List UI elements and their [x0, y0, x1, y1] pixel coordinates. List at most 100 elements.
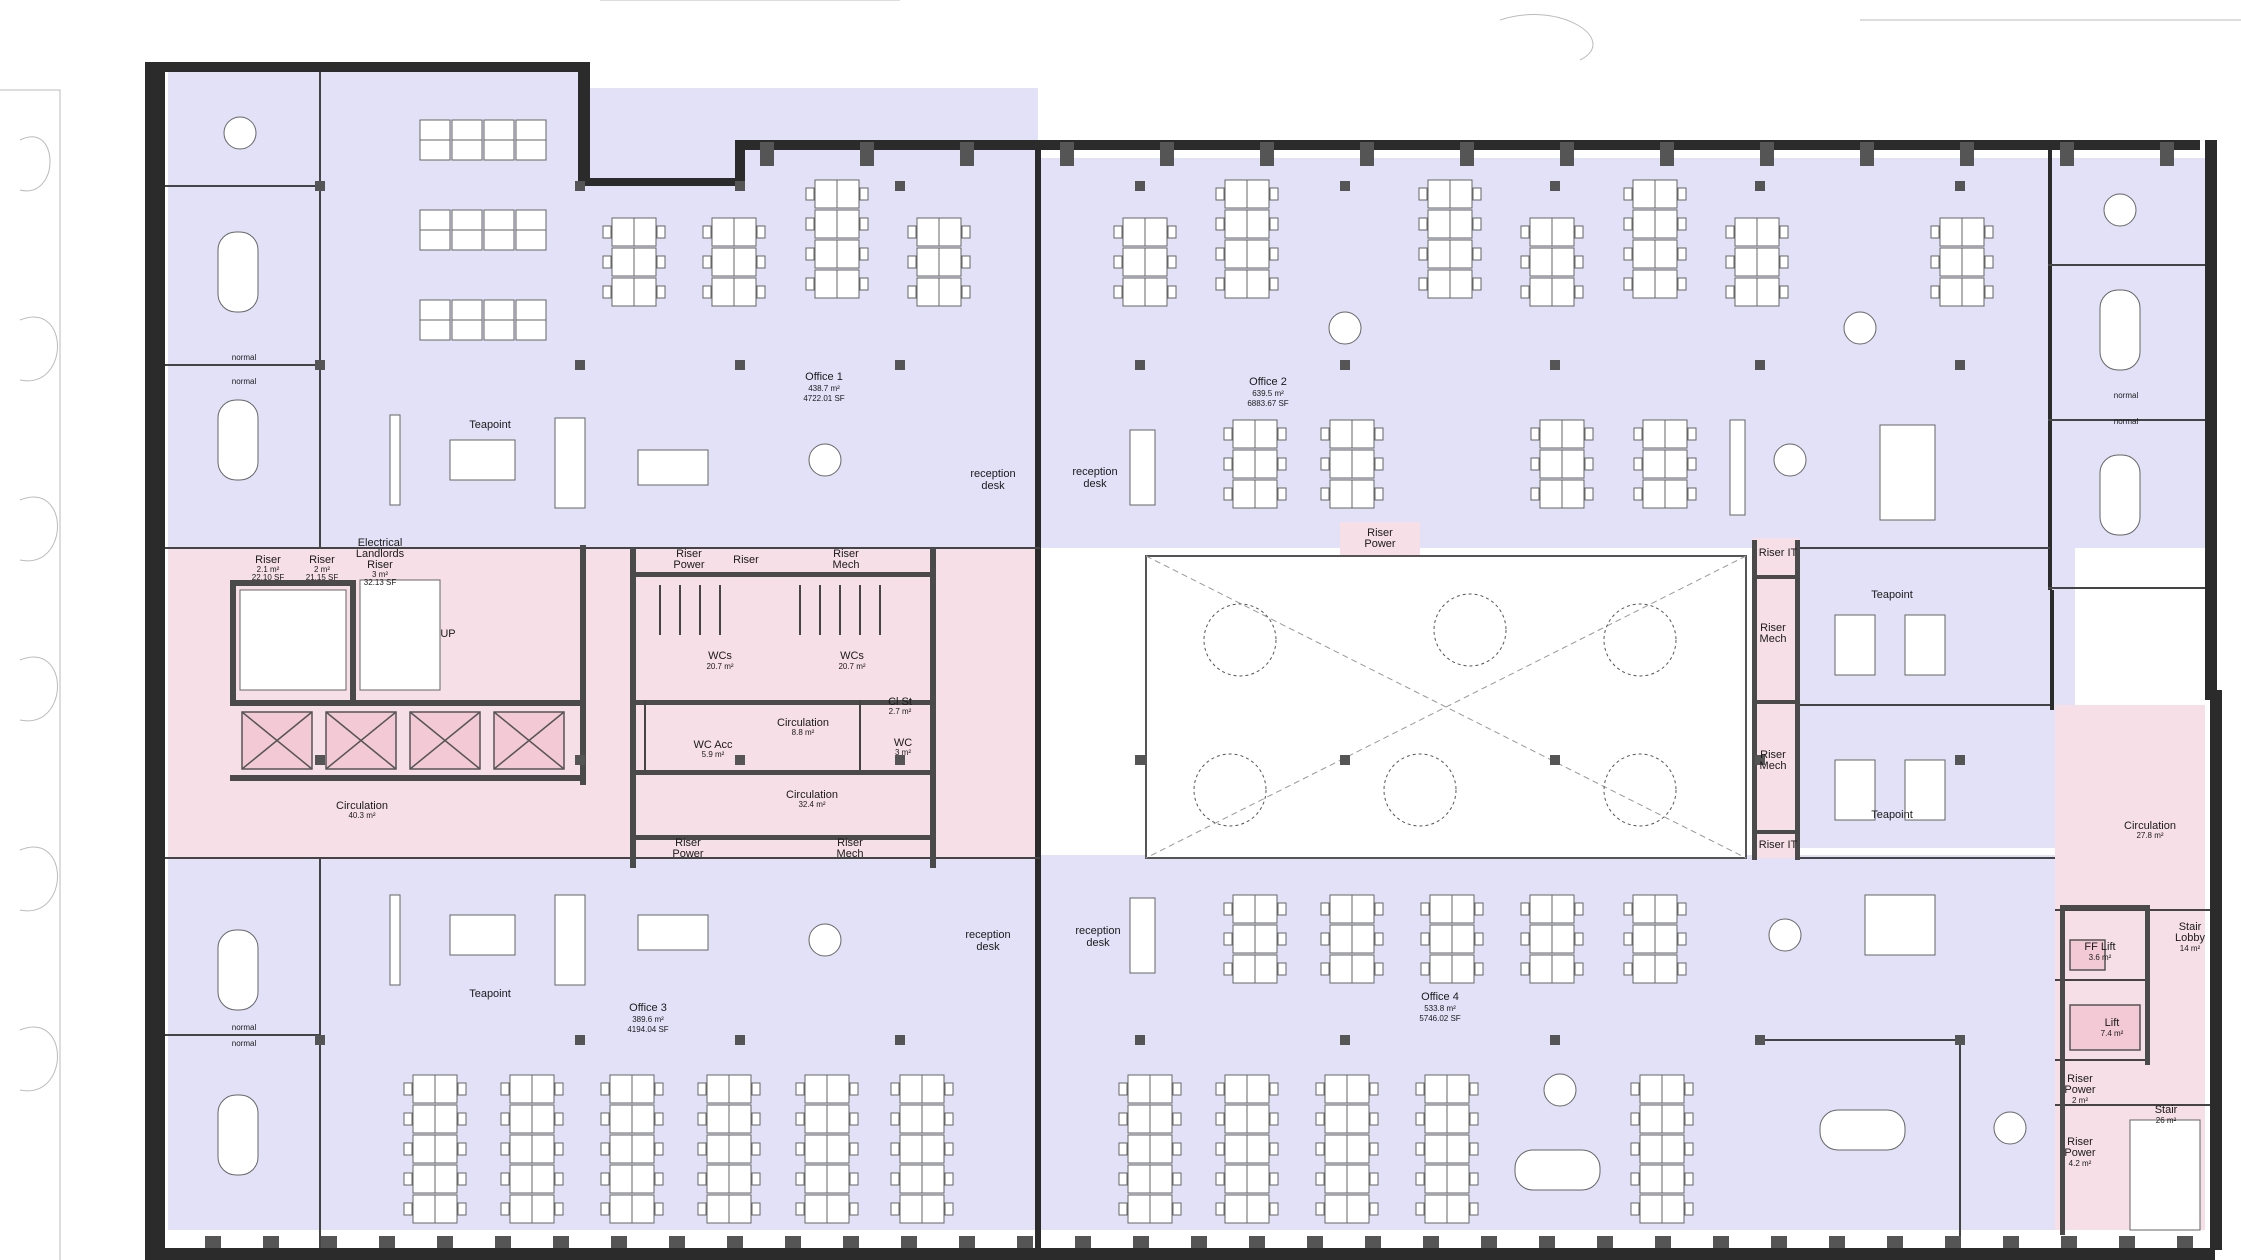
desk — [1324, 1194, 1348, 1224]
desk — [804, 1194, 828, 1224]
desk — [1144, 217, 1168, 247]
riser-power-nw-2: Power — [673, 559, 705, 571]
desk — [836, 269, 860, 299]
desk — [1661, 1104, 1685, 1134]
desk — [609, 1134, 633, 1164]
column — [575, 181, 585, 191]
office-2-name: Office 2 — [1249, 376, 1287, 388]
desk — [1632, 269, 1656, 299]
chair — [554, 1142, 564, 1156]
desk — [706, 1104, 730, 1134]
chair — [1215, 247, 1225, 261]
desk — [1449, 179, 1473, 209]
column — [1135, 755, 1145, 765]
column — [1597, 1236, 1613, 1248]
chair — [1172, 1112, 1182, 1126]
desk — [483, 209, 515, 231]
zone-riser-power — [1340, 522, 1420, 557]
zone-office-1-upper — [168, 70, 588, 100]
circulation-mid-name: Circulation — [786, 789, 838, 801]
chair — [1633, 487, 1643, 501]
chair — [1984, 285, 1994, 299]
chair — [944, 1112, 954, 1126]
chair — [1118, 1142, 1128, 1156]
reception-label-2a: reception — [1072, 466, 1117, 478]
chair — [1415, 1172, 1425, 1186]
zone-office-1 — [168, 88, 1038, 548]
column — [575, 1035, 585, 1045]
desk — [921, 1104, 945, 1134]
desk — [1232, 449, 1256, 479]
column — [1771, 1236, 1787, 1248]
chair — [554, 1172, 564, 1186]
ff-lift-area: 3.6 m² — [2089, 953, 2112, 962]
wcs-left-name: WCs — [708, 650, 732, 662]
desk — [1551, 277, 1575, 307]
chair — [890, 1202, 900, 1216]
desk — [814, 209, 838, 239]
desk — [1149, 1194, 1173, 1224]
desk — [434, 1134, 458, 1164]
chair — [1315, 1172, 1325, 1186]
chair — [1779, 285, 1789, 299]
desk — [826, 1164, 850, 1194]
desk — [1756, 217, 1780, 247]
chair — [1584, 487, 1594, 501]
chair — [795, 1172, 805, 1186]
desk — [1329, 449, 1353, 479]
chair — [1269, 187, 1279, 201]
column — [1340, 181, 1350, 191]
desk — [515, 229, 547, 251]
desk — [1639, 1164, 1663, 1194]
column — [1550, 360, 1560, 370]
teapoint-label-office-3: Teapoint — [469, 988, 511, 1000]
wc-name: WC — [894, 737, 912, 749]
desk — [434, 1074, 458, 1104]
riser-mech-east-2b: Mech — [1760, 760, 1787, 772]
column — [1360, 142, 1374, 166]
desk — [1632, 209, 1656, 239]
chair — [1215, 1142, 1225, 1156]
chair — [859, 247, 869, 261]
chair — [1167, 255, 1177, 269]
column — [1481, 1236, 1497, 1248]
office-1-name: Office 1 — [805, 371, 843, 383]
chair — [1677, 902, 1687, 916]
chair — [697, 1142, 707, 1156]
chair — [1574, 902, 1584, 916]
chair — [1684, 1112, 1694, 1126]
chair — [1520, 932, 1530, 946]
chair — [1315, 1142, 1325, 1156]
chair — [457, 1202, 467, 1216]
desk — [706, 1134, 730, 1164]
office-2-area-sf: 6883.67 SF — [1247, 399, 1288, 408]
desk — [1961, 217, 1985, 247]
chair — [1530, 487, 1540, 501]
desk — [483, 229, 515, 251]
riser-1-area-sf: 22.10 SF — [252, 573, 285, 582]
desk — [1939, 217, 1963, 247]
chair — [1623, 217, 1633, 231]
desk — [1446, 1164, 1470, 1194]
office-3-name: Office 3 — [629, 1002, 667, 1014]
desk — [899, 1104, 923, 1134]
desk — [1632, 924, 1656, 954]
desk — [1351, 924, 1375, 954]
landlords-riser-area-sf: 32.13 SF — [364, 578, 397, 587]
column — [1133, 1236, 1149, 1248]
desk — [1661, 1074, 1685, 1104]
chair — [1315, 1082, 1325, 1096]
chair — [1172, 1172, 1182, 1186]
chair — [1277, 487, 1287, 501]
chair — [1725, 285, 1735, 299]
desk — [1451, 924, 1475, 954]
structural-columns — [205, 142, 2193, 1248]
chair — [1215, 217, 1225, 231]
column — [735, 1035, 745, 1045]
wc-acc-area: 5.9 m² — [702, 750, 725, 759]
chair — [654, 1202, 664, 1216]
walls — [145, 62, 2222, 1260]
chair — [1374, 932, 1384, 946]
desk — [1224, 209, 1248, 239]
column — [1550, 755, 1560, 765]
